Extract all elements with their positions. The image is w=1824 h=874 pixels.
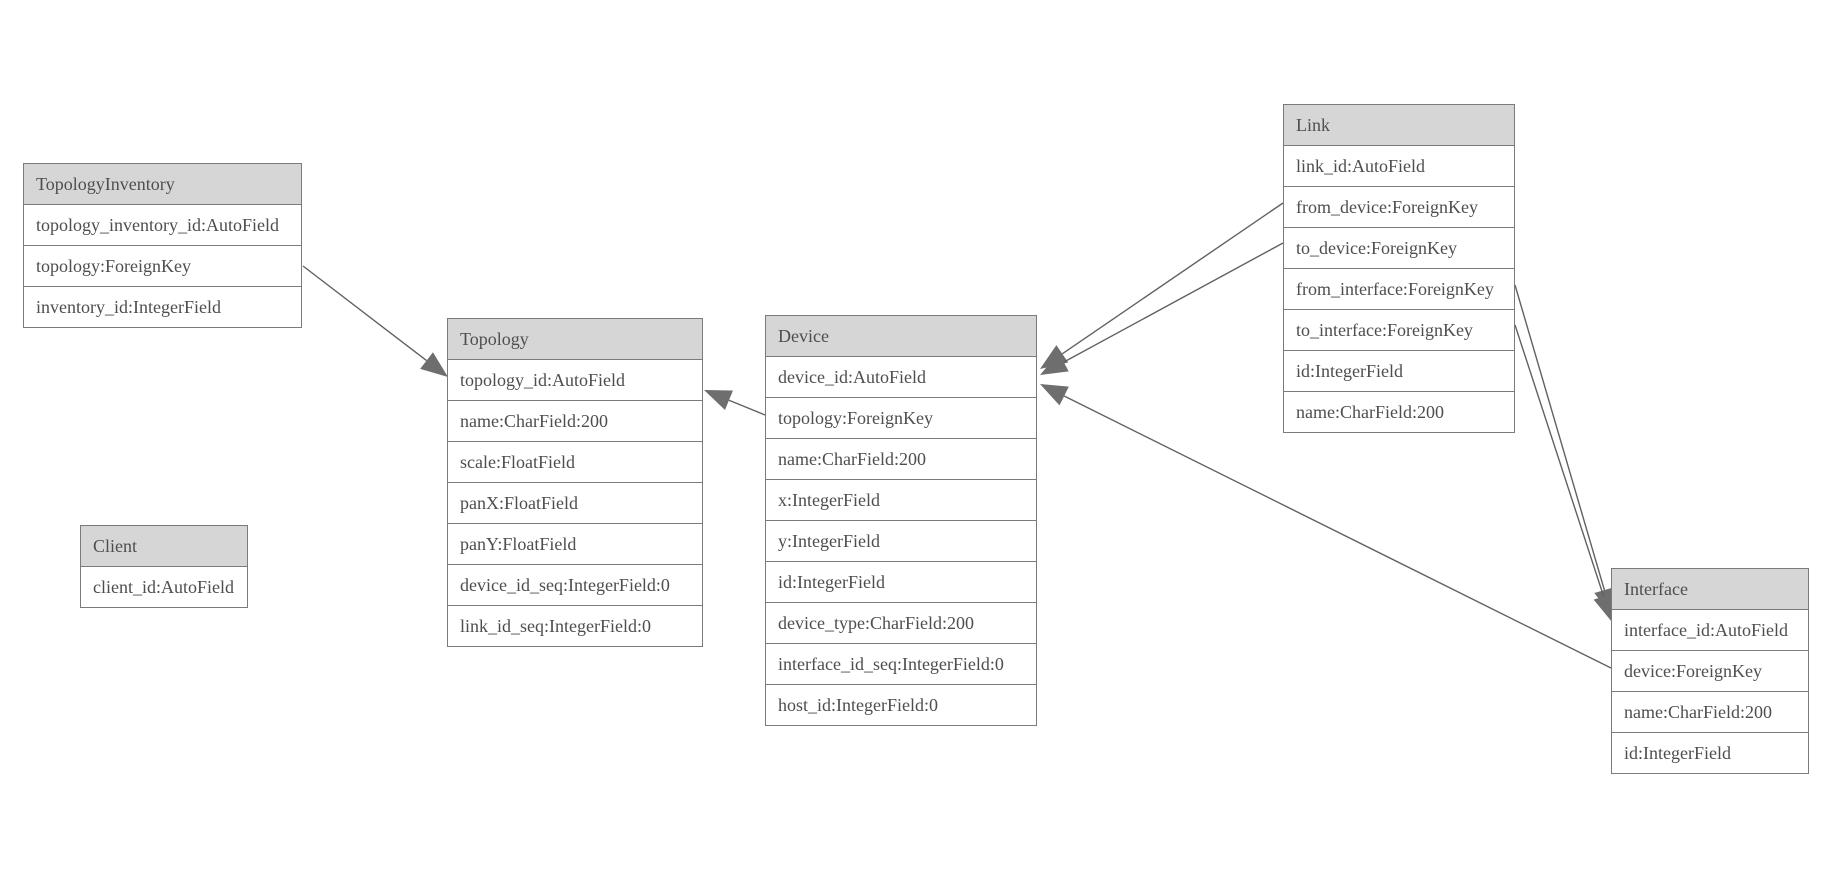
- arrowhead-link-to-device-to-device: [1040, 352, 1069, 375]
- field-to-interface: to_interface:ForeignKey: [1284, 309, 1514, 350]
- arrowhead-interface-to-device: [1040, 384, 1069, 406]
- edge-link-to-interface-to-interface: [1514, 324, 1605, 597]
- field-from-interface: from_interface:ForeignKey: [1284, 268, 1514, 309]
- field-topology-id: topology_id:AutoField: [460, 370, 626, 390]
- field-topology-inventory-id: topology_inventory_id:AutoField: [36, 215, 279, 235]
- entity-link: Link link_id:AutoField from_device:Forei…: [1283, 104, 1515, 433]
- field-name: name:CharField:200: [1284, 391, 1514, 432]
- entity-device-title: Device: [766, 316, 1036, 357]
- field-device-type: device_type:CharField:200: [766, 602, 1036, 643]
- field-id: id:IntegerField: [1612, 732, 1808, 773]
- field-device-fk: device:ForeignKey: [1612, 650, 1808, 691]
- field-from-device: from_device:ForeignKey: [1284, 186, 1514, 227]
- edge-topologyinventory-to-topology: [302, 265, 427, 362]
- field-to-device: to_device:ForeignKey: [1284, 227, 1514, 268]
- entity-topology-inventory-title: TopologyInventory: [24, 164, 301, 205]
- edge-link-from-interface-to-interface: [1514, 284, 1606, 591]
- field-interface-id: interface_id:AutoField: [1624, 620, 1788, 640]
- entity-client: Client client_id:AutoField: [80, 525, 248, 608]
- entity-topology-inventory: TopologyInventory topology_inventory_id:…: [23, 163, 302, 328]
- edge-interface-to-device: [1063, 395, 1612, 669]
- field-name: name:CharField:200: [448, 400, 702, 441]
- field-id: id:IntegerField: [1284, 350, 1514, 391]
- field-y: y:IntegerField: [766, 520, 1036, 561]
- field-id: id:IntegerField: [766, 561, 1036, 602]
- arrowhead-link-to-interface-to-interface: [1593, 593, 1614, 622]
- field-client-id: client_id:AutoField: [93, 577, 234, 597]
- field-host-id: host_id:IntegerField:0: [766, 684, 1036, 725]
- field-device-id-seq: device_id_seq:IntegerField:0: [448, 564, 702, 605]
- arrowhead-topologyinventory-to-topology: [420, 352, 448, 377]
- field-name: name:CharField:200: [1612, 691, 1808, 732]
- field-link-id-seq: link_id_seq:IntegerField:0: [448, 605, 702, 646]
- field-link-id: link_id:AutoField: [1296, 156, 1426, 176]
- field-topology-fk: topology:ForeignKey: [766, 397, 1036, 438]
- field-panx: panX:FloatField: [448, 482, 702, 523]
- entity-topology: Topology topology_id:AutoField name:Char…: [447, 318, 703, 647]
- entity-client-title: Client: [81, 526, 247, 567]
- field-name: name:CharField:200: [766, 438, 1036, 479]
- entity-link-title: Link: [1284, 105, 1514, 146]
- entity-device: Device device_id:AutoField topology:Fore…: [765, 315, 1037, 726]
- edge-device-to-topology: [728, 399, 766, 416]
- entity-interface-title: Interface: [1612, 569, 1808, 610]
- entity-topology-title: Topology: [448, 319, 702, 360]
- field-x: x:IntegerField: [766, 479, 1036, 520]
- field-interface-id-seq: interface_id_seq:IntegerField:0: [766, 643, 1036, 684]
- edge-link-from-device-to-device: [1061, 202, 1284, 355]
- field-inventory-id: inventory_id:IntegerField: [24, 286, 301, 327]
- edge-link-to-device-to-device: [1063, 242, 1284, 363]
- field-scale: scale:FloatField: [448, 441, 702, 482]
- field-topology-fk: topology:ForeignKey: [24, 245, 301, 286]
- field-pany: panY:FloatField: [448, 523, 702, 564]
- entity-interface: Interface interface_id:AutoField device:…: [1611, 568, 1809, 774]
- field-device-id: device_id:AutoField: [778, 367, 926, 387]
- arrowhead-device-to-topology: [704, 390, 733, 410]
